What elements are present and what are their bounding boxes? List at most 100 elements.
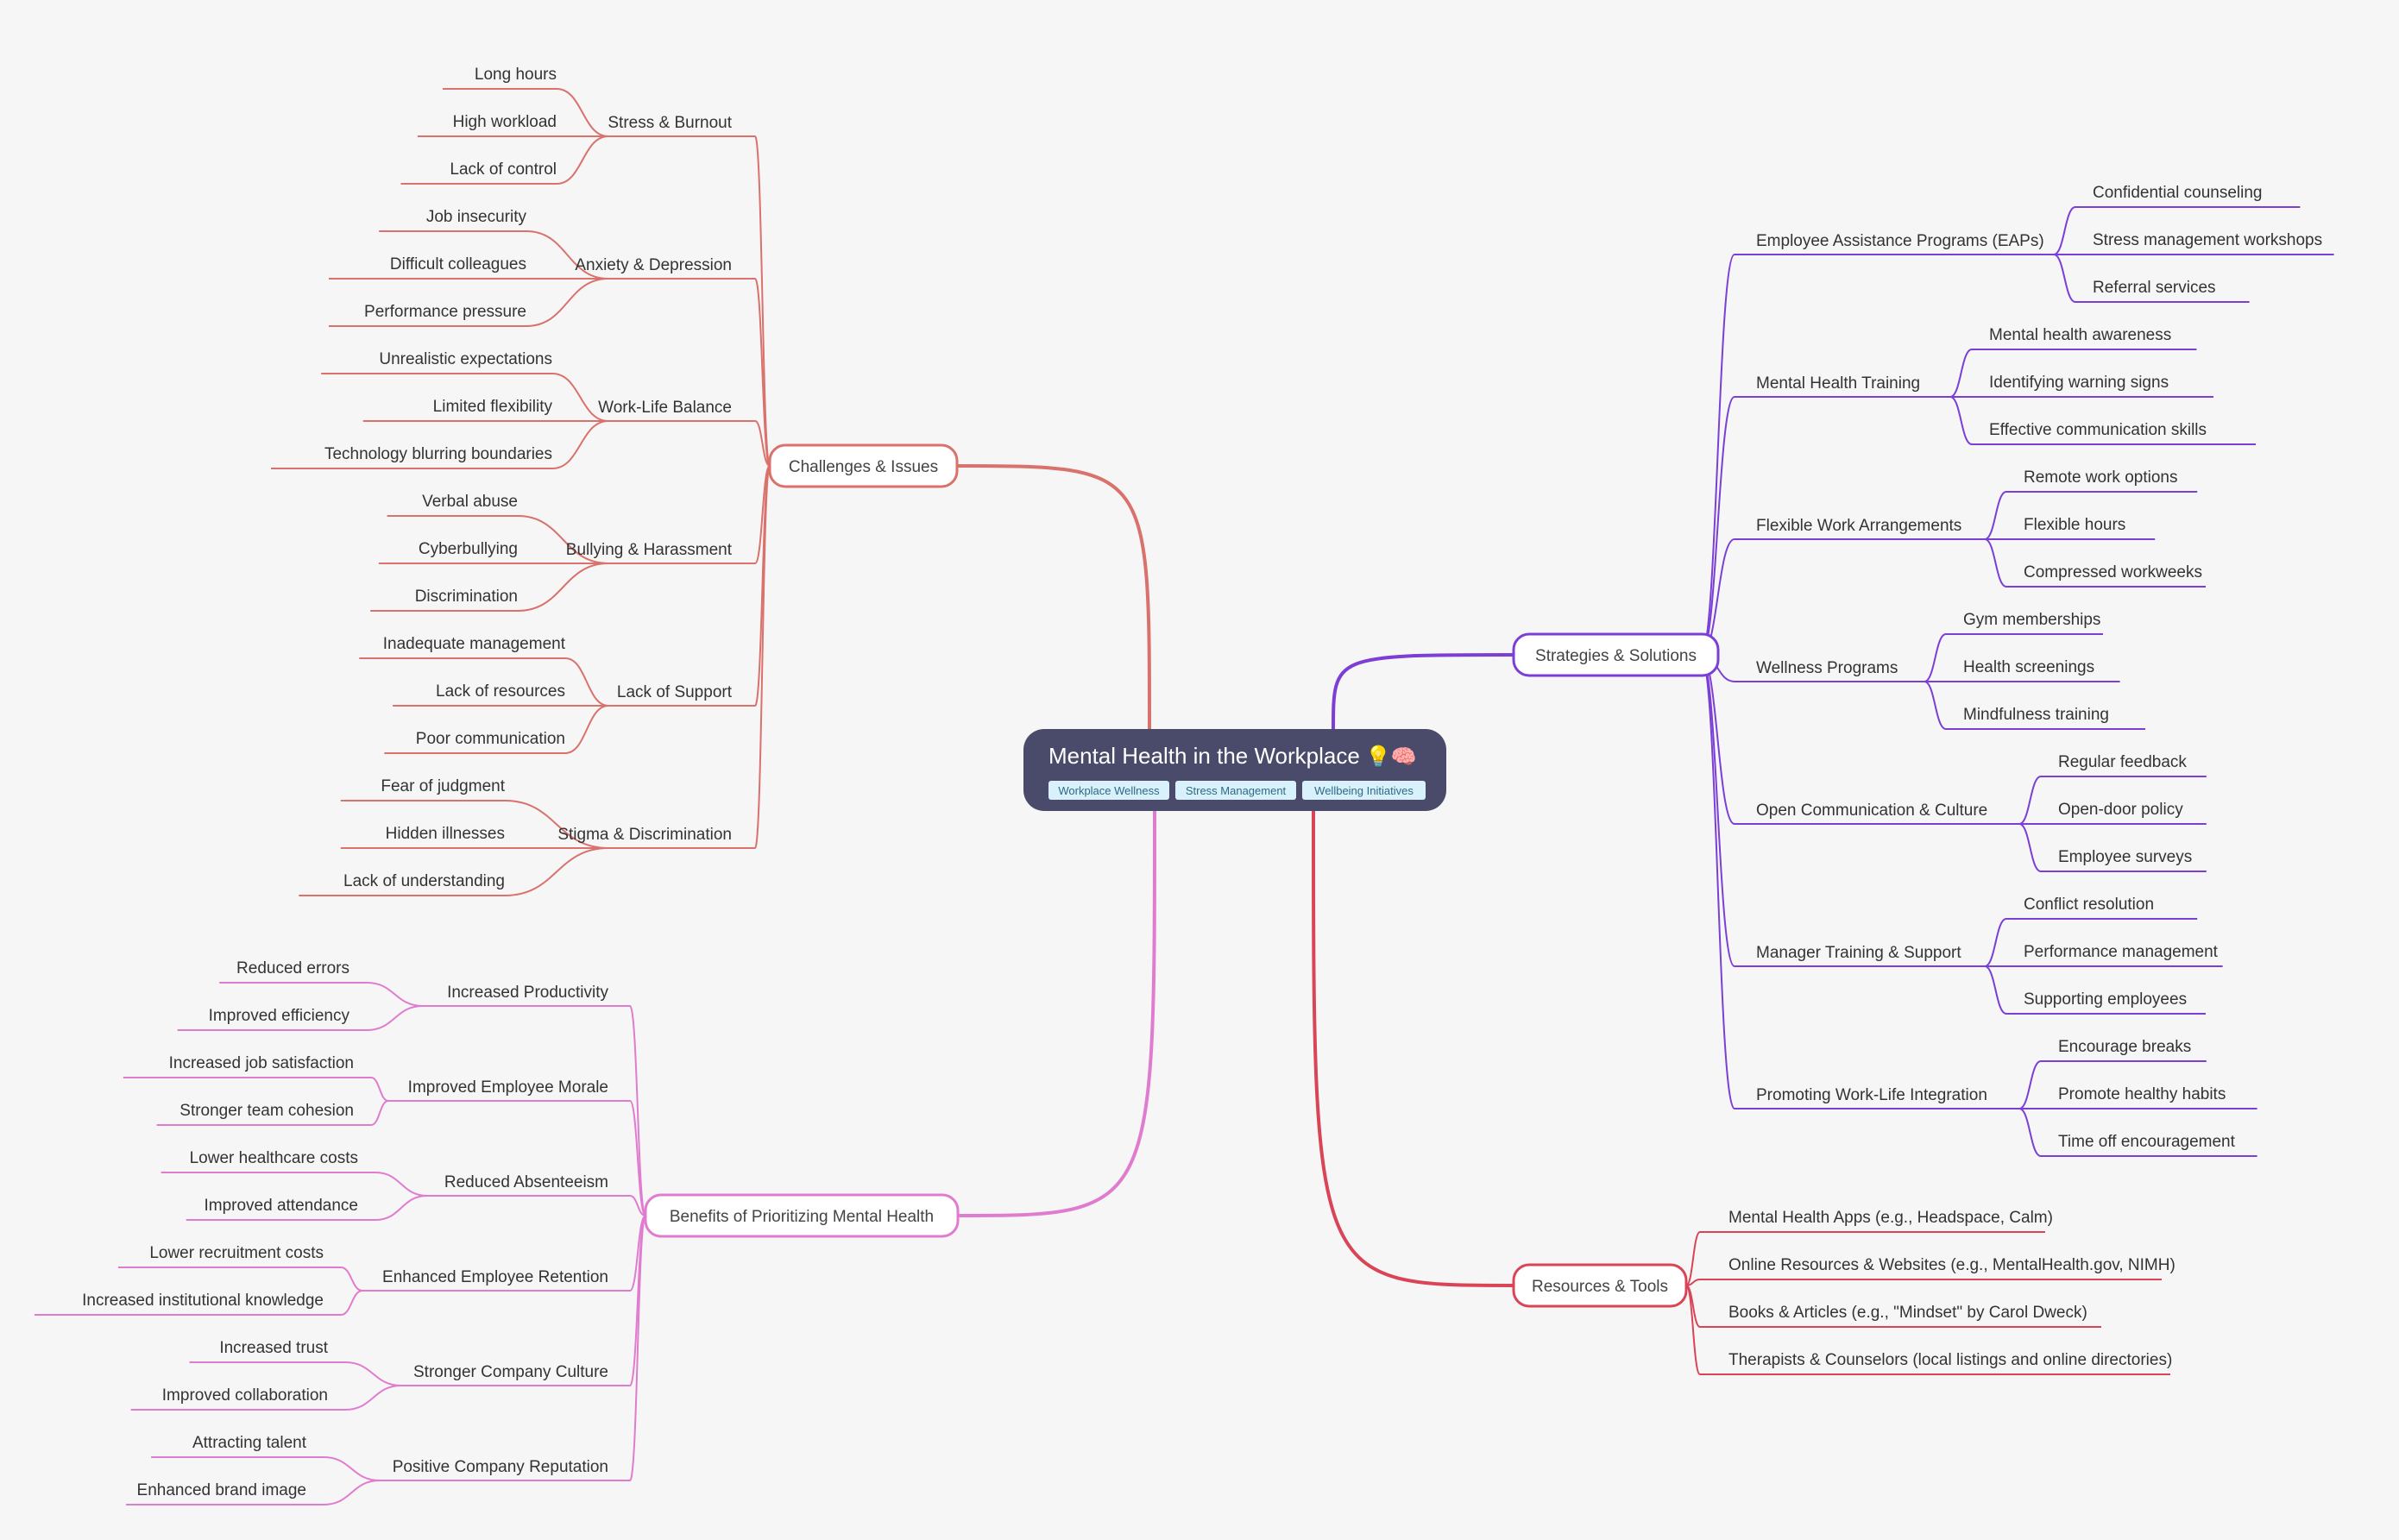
leaf-job-insecurity[interactable]: Job insecurity [426, 208, 527, 226]
leaf-employee-surveys[interactable]: Employee surveys [2058, 848, 2192, 866]
leaf-time-off-encouragement[interactable]: Time off encouragement [2058, 1133, 2236, 1151]
subtopic-mental-health-training[interactable]: Mental Health Training [1756, 374, 1920, 393]
leaf-enhanced-brand-image[interactable]: Enhanced brand image [137, 1481, 306, 1499]
leaf-remote-work-options[interactable]: Remote work options [2024, 468, 2177, 487]
resource-books-articles-e-g-mindset-by-carol-dwec[interactable]: Books & Articles (e.g., "Mindset" by Car… [1728, 1304, 2087, 1322]
leaf-confidential-counseling[interactable]: Confidential counseling [2093, 184, 2262, 202]
leaf-verbal-abuse[interactable]: Verbal abuse [422, 493, 518, 511]
leaf-fear-of-judgment[interactable]: Fear of judgment [381, 777, 505, 795]
subtopic-enhanced-employee-retention[interactable]: Enhanced Employee Retention [382, 1268, 608, 1286]
leaf-lower-recruitment-costs[interactable]: Lower recruitment costs [149, 1244, 324, 1262]
subtopic-employee-assistance-programs-eaps[interactable]: Employee Assistance Programs (EAPs) [1756, 232, 2044, 250]
subtopic-promoting-work-life-integration[interactable]: Promoting Work-Life Integration [1756, 1086, 1987, 1104]
edge-leaf [526, 230, 609, 280]
leaf-performance-management[interactable]: Performance management [2024, 943, 2219, 961]
subtopic-manager-training-support[interactable]: Manager Training & Support [1756, 944, 1961, 962]
leaf-performance-pressure[interactable]: Performance pressure [364, 303, 526, 321]
leaf-identifying-warning-signs[interactable]: Identifying warning signs [1989, 374, 2169, 392]
subtopic-anxiety-depression[interactable]: Anxiety & Depression [575, 256, 732, 274]
subtopic-wellness-programs[interactable]: Wellness Programs [1756, 659, 1898, 677]
edge-leaf [1984, 491, 2007, 540]
edge-leaf [2018, 1060, 2042, 1109]
branch-resources-tools[interactable]: Resources & Tools [1512, 1263, 1688, 1308]
leaf-discrimination[interactable]: Discrimination [415, 588, 518, 606]
branch-strategies-solutions[interactable]: Strategies & Solutions [1512, 632, 1720, 677]
edge-sub [629, 1215, 646, 1481]
subtopic-lack-of-support[interactable]: Lack of Support [617, 683, 733, 701]
edge-leaf [340, 1290, 363, 1316]
leaf-long-hours[interactable]: Long hours [475, 66, 557, 84]
leaf-limited-flexibility[interactable]: Limited flexibility [433, 398, 553, 416]
leaf-increased-job-satisfaction[interactable]: Increased job satisfaction [169, 1054, 354, 1072]
leaf-increased-trust[interactable]: Increased trust [219, 1339, 328, 1357]
edges-layer [34, 88, 2334, 1505]
leaf-improved-collaboration[interactable]: Improved collaboration [162, 1386, 328, 1405]
leaf-improved-attendance[interactable]: Improved attendance [204, 1197, 358, 1215]
leaf-lack-of-resources[interactable]: Lack of resources [436, 682, 565, 701]
subtopic-flexible-work-arrangements[interactable]: Flexible Work Arrangements [1756, 517, 1961, 535]
leaf-encourage-breaks[interactable]: Encourage breaks [2058, 1038, 2191, 1056]
branch-label: Resources & Tools [1532, 1278, 1668, 1296]
subtopic-stress-burnout[interactable]: Stress & Burnout [608, 114, 732, 132]
leaf-promote-healthy-habits[interactable]: Promote healthy habits [2058, 1085, 2226, 1103]
leaf-technology-blurring-boundaries[interactable]: Technology blurring boundaries [324, 445, 552, 463]
leaf-supporting-employees[interactable]: Supporting employees [2024, 990, 2187, 1009]
branch-label: Benefits of Prioritizing Mental Health [670, 1208, 934, 1226]
edge-leaf [1924, 633, 1947, 682]
edge-leaf [551, 420, 609, 469]
leaf-lack-of-understanding[interactable]: Lack of understanding [343, 872, 505, 890]
edge-leaf [1949, 349, 1973, 398]
subtopic-improved-employee-morale[interactable]: Improved Employee Morale [408, 1078, 608, 1097]
leaf-increased-institutional-knowledge[interactable]: Increased institutional knowledge [82, 1292, 324, 1310]
resource-mental-health-apps-e-g-headspace-calm[interactable]: Mental Health Apps (e.g., Headspace, Cal… [1728, 1209, 2053, 1227]
subtopic-stronger-company-culture[interactable]: Stronger Company Culture [413, 1363, 608, 1381]
leaf-effective-communication-skills[interactable]: Effective communication skills [1989, 421, 2207, 439]
resource-online-resources-websites-e-g-mentalheal[interactable]: Online Resources & Websites (e.g., Menta… [1728, 1256, 2175, 1274]
leaf-mental-health-awareness[interactable]: Mental health awareness [1989, 326, 2171, 344]
leaf-mindfulness-training[interactable]: Mindfulness training [1963, 706, 2109, 724]
edge-sub [754, 278, 771, 467]
edge-leaf [370, 1100, 389, 1126]
leaf-stronger-team-cohesion[interactable]: Stronger team cohesion [179, 1102, 354, 1120]
leaf-high-workload[interactable]: High workload [453, 113, 557, 131]
leaf-poor-communication[interactable]: Poor communication [416, 730, 565, 748]
leaf-unrealistic-expectations[interactable]: Unrealistic expectations [379, 350, 552, 368]
edge-leaf [517, 563, 609, 612]
leaf-difficult-colleagues[interactable]: Difficult colleagues [390, 255, 526, 273]
leaf-inadequate-management[interactable]: Inadequate management [383, 635, 566, 653]
leaf-conflict-resolution[interactable]: Conflict resolution [2024, 896, 2154, 914]
central-topic[interactable]: Mental Health in the Workplace💡🧠Workplac… [1023, 729, 1446, 811]
subtopic-reduced-absenteeism[interactable]: Reduced Absenteeism [444, 1173, 608, 1191]
leaf-regular-feedback[interactable]: Regular feedback [2058, 753, 2187, 771]
leaf-lack-of-control[interactable]: Lack of control [450, 160, 557, 179]
subtopic-work-life-balance[interactable]: Work-Life Balance [598, 399, 732, 417]
leaf-referral-services[interactable]: Referral services [2093, 279, 2216, 297]
leaf-lower-healthcare-costs[interactable]: Lower healthcare costs [190, 1149, 358, 1167]
subtopic-positive-company-reputation[interactable]: Positive Company Reputation [393, 1458, 608, 1476]
leaf-flexible-hours[interactable]: Flexible hours [2024, 516, 2125, 534]
leaf-hidden-illnesses[interactable]: Hidden illnesses [386, 825, 505, 843]
resource-therapists-counselors-local-listings-and[interactable]: Therapists & Counselors (local listings … [1728, 1351, 2172, 1369]
edge-leaf [344, 1361, 402, 1386]
leaf-cyberbullying[interactable]: Cyberbullying [419, 540, 518, 558]
leaf-improved-efficiency[interactable]: Improved efficiency [209, 1007, 350, 1025]
leaf-reduced-errors[interactable]: Reduced errors [236, 959, 349, 977]
branch-challenges-issues[interactable]: Challenges & Issues [768, 443, 959, 488]
tag-label: Workplace Wellness [1058, 784, 1160, 797]
subtopic-bullying-harassment[interactable]: Bullying & Harassment [566, 541, 733, 559]
subtopic-increased-productivity[interactable]: Increased Productivity [447, 984, 608, 1002]
subtopic-stigma-discrimination[interactable]: Stigma & Discrimination [557, 826, 732, 844]
leaf-open-door-policy[interactable]: Open-door policy [2058, 801, 2183, 819]
subtopic-open-communication-culture[interactable]: Open Communication & Culture [1756, 801, 1987, 820]
leaf-gym-memberships[interactable]: Gym memberships [1963, 611, 2100, 629]
leaf-compressed-workweeks[interactable]: Compressed workweeks [2024, 563, 2202, 581]
tag-label: Wellbeing Initiatives [1314, 784, 1414, 797]
leaf-attracting-talent[interactable]: Attracting talent [192, 1434, 307, 1452]
edge-sub [629, 1100, 646, 1216]
branch-benefits-of-prioritizing-mental-health[interactable]: Benefits of Prioritizing Mental Health [644, 1193, 960, 1238]
branch-box [644, 1193, 960, 1238]
edge-leaf [375, 1195, 428, 1221]
leaf-health-screenings[interactable]: Health screenings [1963, 658, 2094, 676]
leaf-stress-management-workshops[interactable]: Stress management workshops [2093, 231, 2322, 249]
